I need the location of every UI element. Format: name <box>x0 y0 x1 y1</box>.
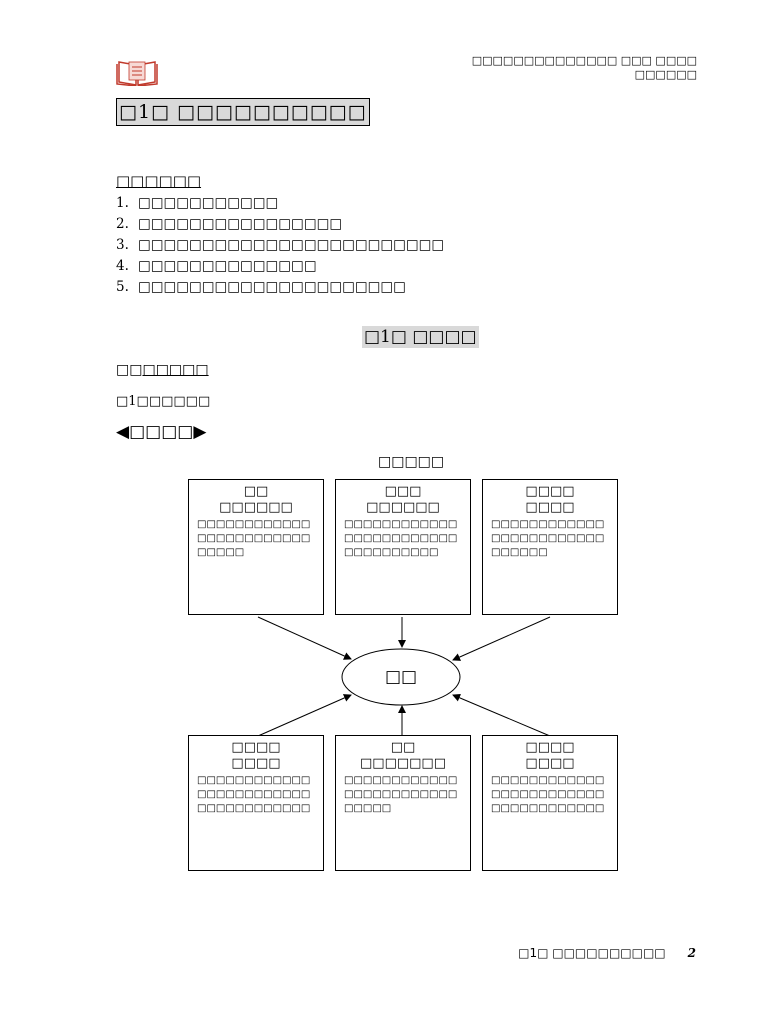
subheading-3: ◀□□□□▶ <box>116 422 207 442</box>
connector-arrow <box>452 616 551 661</box>
list-item: 2.□□□□□□□□□□□□□□□□ <box>116 216 343 232</box>
diagram-box: □□□□ □□□□ □□□□□□□□□□□□□□□□□□□□□□□□□□□□□□… <box>188 735 324 871</box>
header-line-1: □□□□□□□□□□□□□□ □□□ □□□□ <box>471 54 697 67</box>
diagram-box: □□□□ □□□□ □□□□□□□□□□□□□□□□□□□□□□□□□□□□□□… <box>482 735 618 871</box>
list-item: 3.□□□□□□□□□□□□□□□□□□□□□□□□ <box>116 237 445 253</box>
list-item: 5.□□□□□□□□□□□□□□□□□□□□□ <box>116 279 406 295</box>
learning-goals-heading: □□□□□□ <box>116 172 202 190</box>
diagram-box: □□□ □□□□□□ □□□□□□□□□□□□□□□□□□□□□□□□□□□□□… <box>335 479 471 615</box>
connector-arrow <box>257 616 352 660</box>
subheading-2: □1□□□□□□ <box>116 394 211 409</box>
center-node-label: □□ <box>384 667 418 687</box>
diagram-box: □□□□ □□□□ □□□□□□□□□□□□□□□□□□□□□□□□□□□□□□ <box>482 479 618 615</box>
diagram-box: □□ □□□□□□ □□□□□□□□□□□□□□□□□□□□□□□□□□□□□ <box>188 479 324 615</box>
header-line-2: □□□□□□ <box>634 68 697 81</box>
footer-chapter: □1□ □□□□□□□□□□ <box>518 946 666 960</box>
diagram-box: □□ □□□□□□□ □□□□□□□□□□□□□□□□□□□□□□□□□□□□□ <box>335 735 471 871</box>
list-item: 1.□□□□□□□□□□□ <box>116 195 279 211</box>
connector-arrow <box>257 694 352 737</box>
page-number: 2 <box>687 946 696 960</box>
document-header: □□□□□□□□□□□□□□ □□□ □□□□ □□□□□□ <box>472 54 697 82</box>
learning-goals-list: 1.□□□□□□□□□□□ 2.□□□□□□□□□□□□□□□□ 3.□□□□□… <box>116 193 444 298</box>
section-title: □1□ □□□□ <box>362 326 479 348</box>
page-footer: □1□ □□□□□□□□□□ 2 <box>518 946 696 960</box>
book-logo-icon <box>116 61 158 86</box>
list-item: 4.□□□□□□□□□□□□□□ <box>116 258 317 274</box>
chapter-title: □1□ □□□□□□□□□□ <box>116 98 370 126</box>
diagram-title: □□□□□ <box>378 454 445 470</box>
connector-arrow <box>452 694 551 737</box>
subheading-1: □□□□□□□ <box>116 362 209 378</box>
